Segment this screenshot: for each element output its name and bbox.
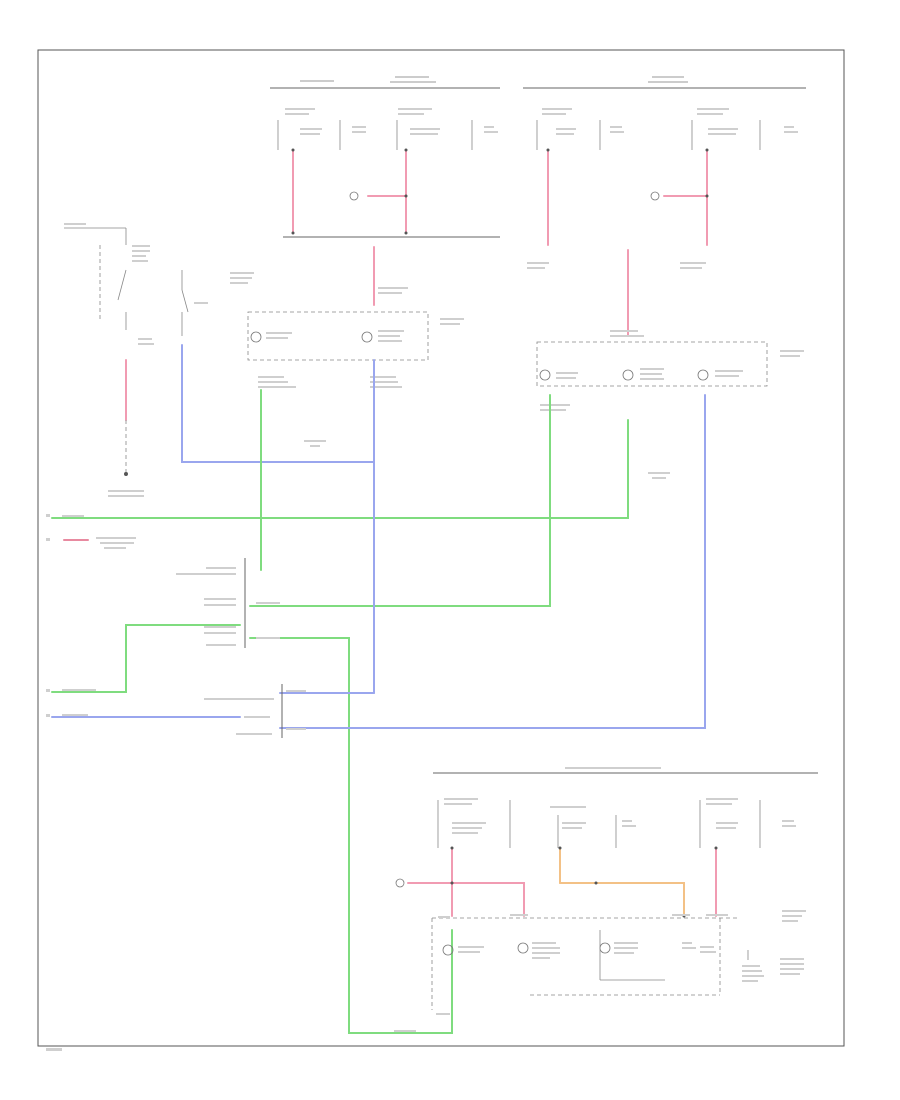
- bottom-module: [394, 910, 806, 1032]
- control-module-left: [247, 287, 464, 447]
- control-module-right: [536, 330, 804, 479]
- top-pink-wires: [292, 149, 708, 336]
- bottom-header-text: [565, 767, 661, 769]
- switch-icon: [181, 270, 254, 336]
- top-sensor-labels: [527, 262, 706, 269]
- left-terminals: [46, 514, 136, 717]
- connector-icon: [176, 558, 306, 738]
- footer-code: [46, 1048, 62, 1051]
- bottom-relay-group: [437, 798, 796, 848]
- green-wires: [51, 389, 629, 1034]
- ignition-switch-group: [64, 223, 154, 497]
- ground-icon: [349, 191, 660, 888]
- blue-wires: [51, 359, 706, 729]
- top-pins: [291, 148, 709, 235]
- header-text-blocks: [300, 76, 688, 83]
- blue-wire-left: [181, 344, 375, 463]
- bottom-wires: [407, 847, 717, 917]
- relay-group-top-1: [277, 108, 798, 150]
- diagram-frame: [37, 49, 845, 1047]
